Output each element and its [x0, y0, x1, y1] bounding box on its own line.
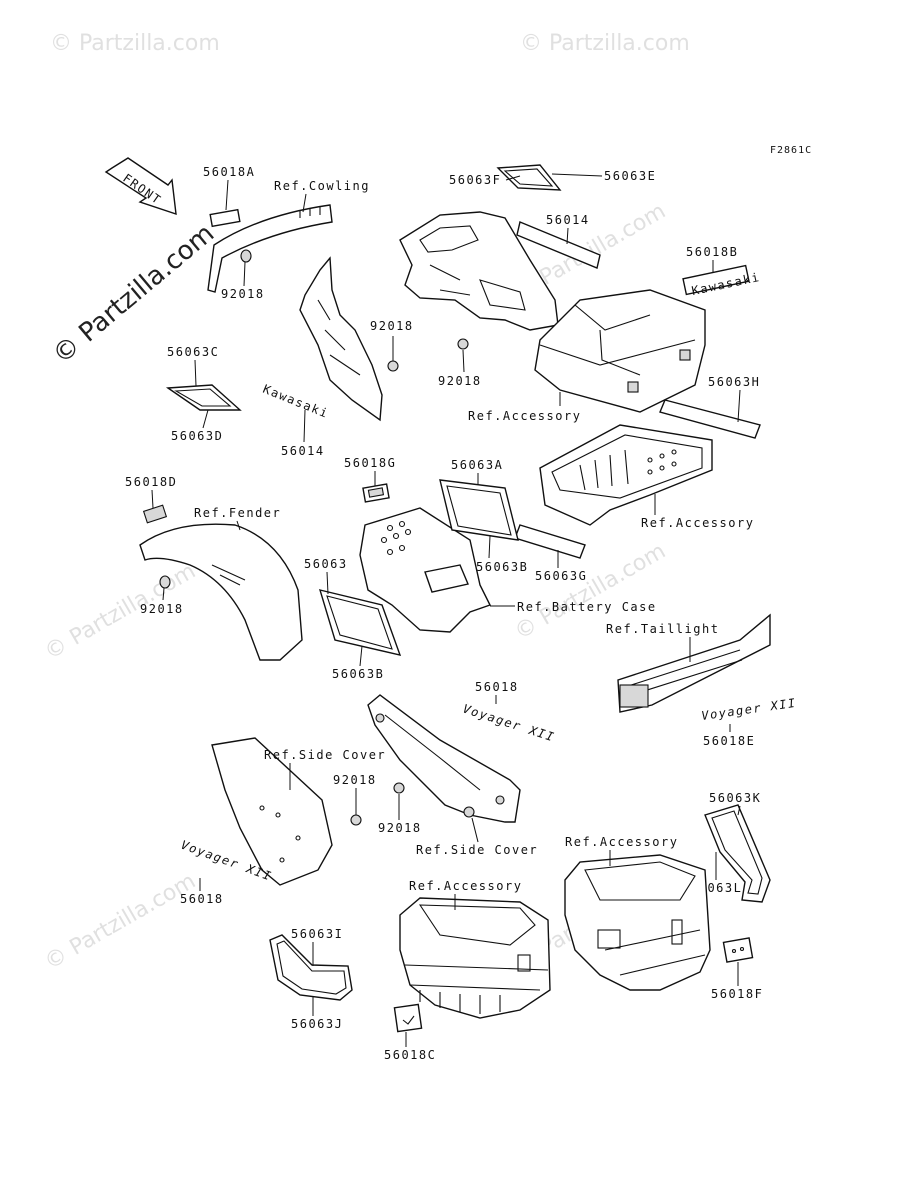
grommet-part: [457, 338, 469, 350]
part-number-label: 56014: [281, 444, 325, 458]
reference-label: Ref.Accessory: [468, 409, 581, 423]
part-number-label: 56063B: [332, 667, 384, 681]
part-number-label: 56018B: [686, 245, 738, 259]
reference-label: Ref.Fender: [194, 506, 281, 520]
trunk-lid-part: [534, 289, 706, 413]
kawasaki-decal: Kawasaki: [261, 382, 331, 421]
grommet-part: [393, 782, 405, 794]
decal-part: [318, 589, 402, 656]
part-number-label: 56063H: [708, 375, 760, 389]
watermark-text: © Partzilla.com: [50, 31, 220, 56]
voyager-emblem-part: Voyager XII: [700, 696, 797, 723]
part-number-label: 56063G: [535, 569, 587, 583]
part-number-label: 56063: [304, 557, 348, 571]
decal-part: [165, 384, 242, 411]
part-number-label: 92018: [221, 287, 265, 301]
grommet-part: [387, 360, 399, 372]
decal-part: [439, 479, 519, 541]
part-number-label: 56063E: [604, 169, 656, 183]
part-number-label: 56018D: [125, 475, 177, 489]
part-number-label: 56018G: [344, 456, 396, 470]
grommet-part: [350, 814, 362, 826]
part-number-label: 56063B: [476, 560, 528, 574]
front-arrow-icon: FRONT: [104, 157, 177, 216]
inner-fairing-part: [399, 211, 559, 331]
trunk-base-part: [539, 424, 713, 526]
decal-part: [269, 934, 353, 1001]
taillight-part: [617, 613, 771, 713]
part-number-label: 56018A: [203, 165, 255, 179]
voyager-emblem-text: Voyager XII: [700, 696, 797, 723]
badge-part: [362, 483, 390, 503]
reference-label: Ref.Accessory: [409, 879, 522, 893]
part-number-label: 56018: [475, 680, 519, 694]
decal-part: [496, 164, 562, 191]
reference-label: Ref.Battery Case: [517, 600, 657, 614]
saddlebag-right-part: [564, 854, 711, 991]
part-number-label: 92018: [438, 374, 482, 388]
part-number-label: 92018: [378, 821, 422, 835]
watermark-text: © Partzilla.com: [41, 869, 201, 976]
part-number-label: 56063A: [451, 458, 503, 472]
part-number-label: 56018C: [384, 1048, 436, 1062]
reference-label: Ref.Side Cover: [416, 843, 538, 857]
fairing-part: Kawasaki: [261, 256, 383, 422]
watermark-text: © Partzilla.com: [520, 31, 690, 56]
stripe-decal-part: [516, 221, 601, 269]
rear-fender-part: [139, 504, 303, 661]
kawasaki-emblem-part: Kawasaki: [682, 264, 762, 298]
part-number-label: 56063F: [449, 173, 501, 187]
part-number-label: 92018: [140, 602, 184, 616]
voyager-emblem-part: Voyager XII: [461, 702, 557, 745]
decal-part: [704, 804, 771, 903]
reference-label: Ref.Accessory: [641, 516, 754, 530]
saddlebag-left-part: [399, 897, 551, 1019]
part-number-label: 92018: [333, 773, 377, 787]
figure-code: F2861C: [770, 145, 812, 156]
part-number-label: 56018E: [703, 734, 755, 748]
badge-part: [722, 937, 754, 963]
battery-case-part: [359, 507, 491, 633]
part-number-label: 56063D: [171, 429, 223, 443]
part-number-label: 56018F: [711, 987, 763, 1001]
part-number-label: 56018: [180, 892, 224, 906]
reference-label: Ref.Accessory: [565, 835, 678, 849]
part-number-label: 56063I: [291, 927, 343, 941]
part-number-label: 56063J: [291, 1017, 343, 1031]
part-number-label: 56063K: [709, 791, 761, 805]
side-cover-left-part: [211, 737, 333, 886]
part-number-label: 56063C: [167, 345, 219, 359]
reference-label: Ref.Cowling: [274, 179, 370, 193]
reference-label: Ref.Taillight: [606, 622, 719, 636]
part-number-label: 92018: [370, 319, 414, 333]
voyager-emblem-text: Voyager XII: [461, 702, 557, 745]
stripe-decal-part: [514, 524, 586, 559]
side-cover-right-part: [367, 694, 521, 823]
part-number-label: 56014: [546, 213, 590, 227]
stripe-decal-part: [659, 399, 761, 439]
reference-label: Ref.Side Cover: [264, 748, 386, 762]
cowling-trim-part: [207, 204, 333, 293]
badge-part: [393, 1003, 423, 1033]
